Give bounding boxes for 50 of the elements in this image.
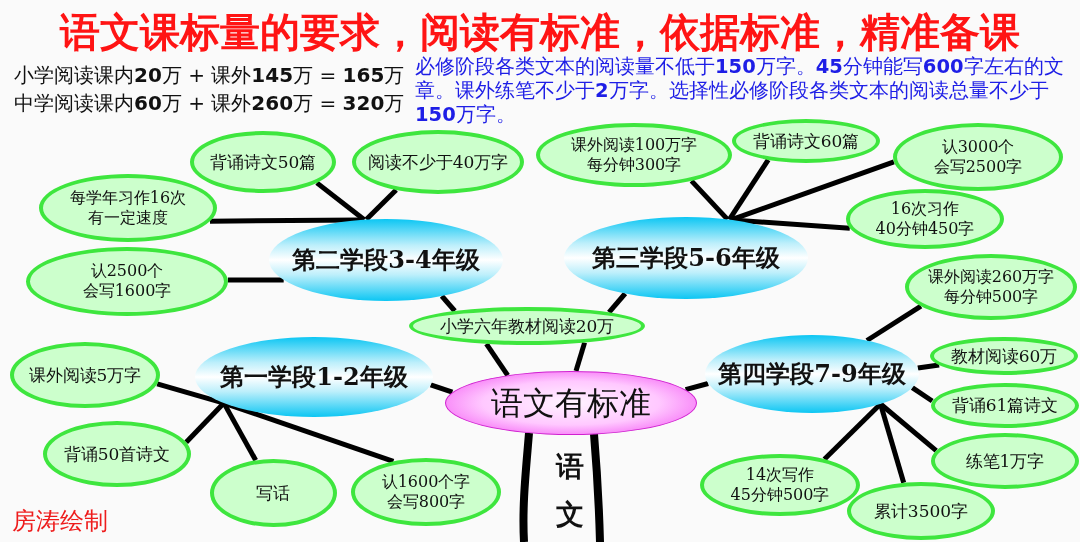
connector-line [865,304,923,343]
connector-line [917,362,940,371]
item-label: 认3000个 [941,137,1015,157]
connector-line [429,382,454,395]
connector-line [228,277,284,283]
topic-label: 语文有标准 [491,384,651,422]
connector-line [315,180,366,222]
item-label: 累计3500字 [873,501,969,521]
item-label: 背诵61篇诗文 [951,395,1059,415]
item-label: 40分钟450字 [875,219,975,239]
item-label: 每分钟500字 [943,287,1039,307]
summary-line: 中学阅读课内60万 + 课外260万 = 320万 [14,91,405,115]
connector-line [689,179,730,222]
item-label: 阅读不少于40万字 [367,152,509,172]
item-label: 会写2500字 [933,157,1023,177]
title: 语文课标量的要求，阅读有标准，依据标准，精准备课 [58,8,1021,56]
requirement-paragraph: 必修阶段各类文本的阅读量不低于150万字。45分钟能写600字左右的文章。课外练笔不少于2万字。选择性必修阶段各类文本的阅读总量不少于150万字。 [415,55,1065,127]
item-label: 背诵诗文50篇 [209,152,317,172]
item-label: 每学年习作16次 [69,188,187,208]
item-label: 14次写作 [745,465,815,485]
item-label: 会写800字 [386,492,466,512]
stage-label: 第二学段3-4年级 [292,245,480,275]
connector-line [910,385,934,404]
item-label: 背诵50首诗文 [63,444,171,464]
item-ellipse [732,119,880,163]
item-label: 背诵诗文60篇 [752,131,860,151]
item-label: 课外阅读5万字 [28,365,142,385]
item-label: 写话 [256,483,290,503]
item-label: 教材阅读60万 [950,346,1058,366]
connector-line [484,342,510,377]
item-label: 小学六年教材阅读20万 [439,316,615,336]
item-label: 认1600个字 [381,472,471,492]
item-label: 45分钟500字 [730,485,830,505]
item-label: 16次习作 [890,199,960,219]
trunk-text: 语文 [556,449,584,533]
summary-line: 小学阅读课内20万 + 课外145万 = 165万 [14,63,405,87]
author-credit: 房涛绘制 [12,506,108,536]
item-label: 课外阅读260万字 [927,267,1055,287]
item-label: 有一定速度 [88,208,168,228]
stage-label: 第三学段5-6年级 [592,243,780,273]
stage-label: 第一学段1-2年级 [220,362,408,392]
item-label: 课外阅读100万字 [570,135,698,155]
connector-line [684,381,709,393]
item-label: 会写1600字 [82,281,172,301]
item-label: 认2500个 [90,261,164,281]
item-label: 每分钟300字 [586,155,682,175]
item-label: 练笔1万字 [965,451,1045,471]
item-ellipse [931,433,1079,489]
stage-label: 第四学段7-9年级 [718,359,906,389]
connector-line [184,401,226,445]
